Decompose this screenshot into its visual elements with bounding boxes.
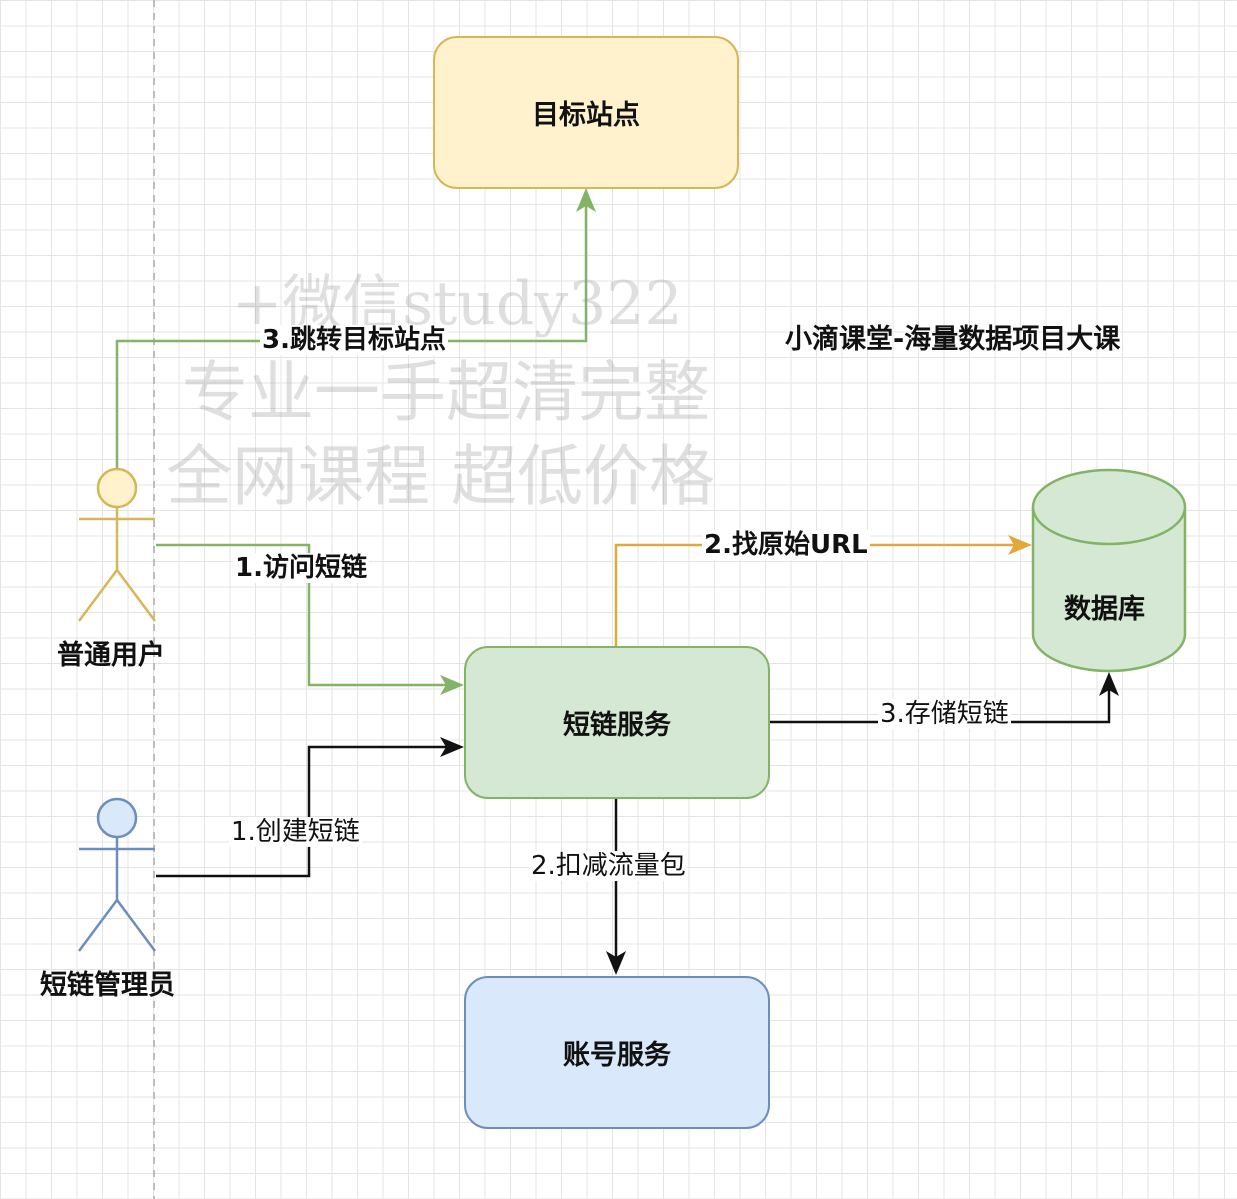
edge-label-create: 1.创建短链 xyxy=(229,817,362,847)
edge-label-store: 3.存储短链 xyxy=(878,699,1011,729)
actor-admin-label: 短链管理员 xyxy=(40,970,175,1001)
watermark-line-1: +微信study322 xyxy=(232,269,683,339)
edge-label-redirect: 3.跳转目标站点 xyxy=(260,325,448,355)
node-account-service[interactable]: 账号服务 xyxy=(464,976,770,1129)
arrowhead-deduct xyxy=(606,951,626,975)
database-cylinder[interactable] xyxy=(1031,468,1187,673)
edge-lookup xyxy=(614,543,1020,647)
edge-label-visit: 1.访问短链 xyxy=(233,553,369,583)
actor-admin-figure[interactable] xyxy=(77,797,157,952)
arrowhead-redirect xyxy=(576,188,596,212)
edge-label-deduct: 2.扣减流量包 xyxy=(529,851,688,881)
arrowhead-create xyxy=(440,737,464,757)
actor-normal-user-label: 普通用户 xyxy=(57,640,165,671)
arrowhead-visit xyxy=(440,675,464,695)
node-database-label: 数据库 xyxy=(1064,594,1145,625)
diagram-caption: 小滴课堂-海量数据项目大课 xyxy=(785,324,1121,355)
edge-visit xyxy=(156,543,452,687)
actor-normal-user-figure[interactable] xyxy=(77,467,157,622)
edge-create xyxy=(156,745,452,878)
node-short-link-service[interactable]: 短链服务 xyxy=(464,646,770,799)
node-target-site[interactable]: 目标站点 xyxy=(433,36,739,189)
arrowhead-lookup xyxy=(1008,535,1032,555)
watermark-line-3: 全网课程 超低价格 xyxy=(166,438,715,515)
edge-label-lookup: 2.找原始URL xyxy=(702,530,870,560)
arrowhead-store xyxy=(1099,672,1119,696)
watermark-line-2: 专业一手超清完整 xyxy=(182,354,710,431)
